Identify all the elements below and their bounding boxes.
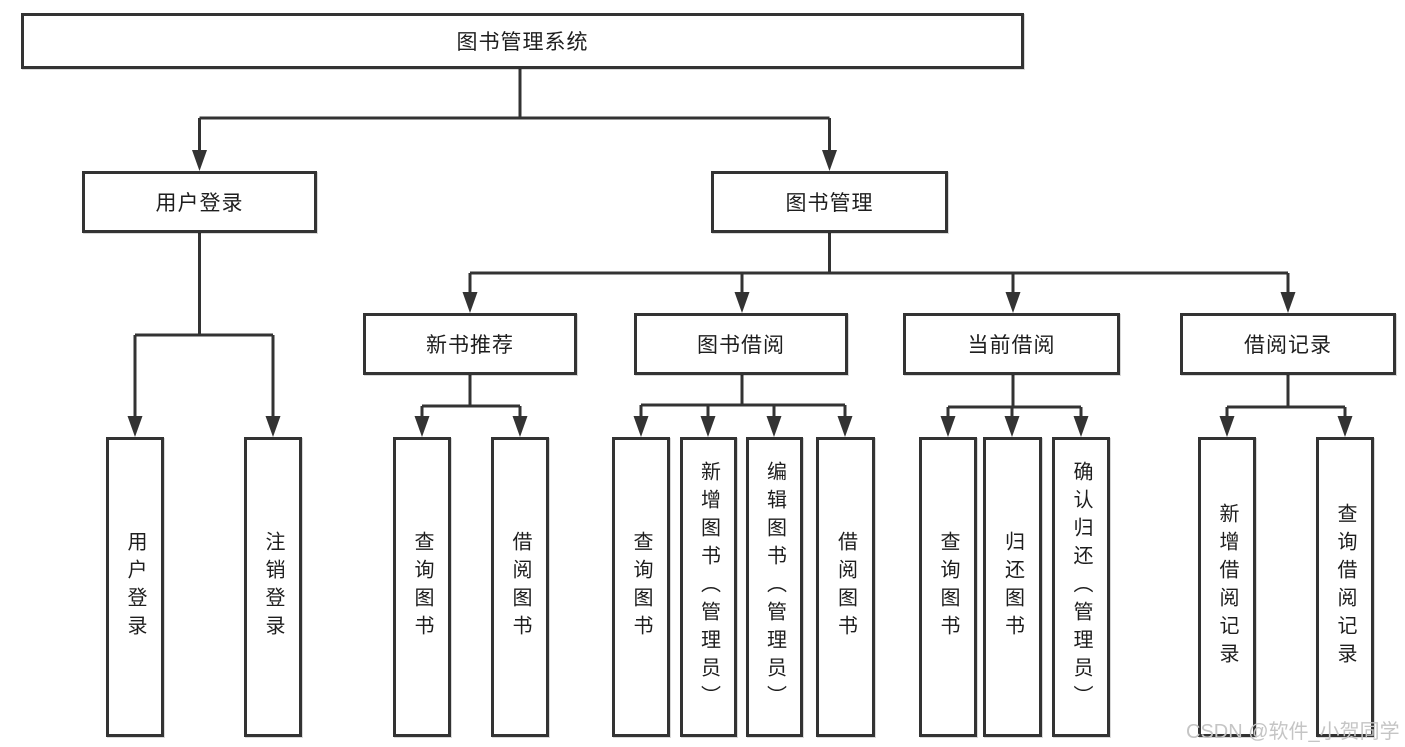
connector-borrow-records <box>1225 375 1347 419</box>
node-borrow-add-label: 新增图书（管理员） <box>697 461 720 713</box>
node-user-login: 用户登录 <box>82 171 317 233</box>
node-new-book-recommend-label: 新书推荐 <box>426 334 514 357</box>
node-current-query-label: 查询图书 <box>937 531 959 643</box>
node-newbook-query: 查询图书 <box>393 437 451 737</box>
node-borrow-records-label: 借阅记录 <box>1244 334 1332 357</box>
node-user-login-label: 用户登录 <box>155 192 244 215</box>
node-login-logout-label: 注销登录 <box>262 531 284 643</box>
node-current-confirm: 确认归还（管理员） <box>1052 437 1110 737</box>
node-book-borrow: 图书借阅 <box>634 313 848 375</box>
node-current-return-label: 归还图书 <box>1001 531 1024 643</box>
node-newbook-query-label: 查询图书 <box>411 531 433 643</box>
node-current-confirm-label: 确认归还（管理员） <box>1070 461 1092 713</box>
connector-user-login <box>133 233 275 419</box>
connector-current-borrow <box>946 375 1083 419</box>
node-root: 图书管理系统 <box>21 13 1024 69</box>
node-new-book-recommend: 新书推荐 <box>363 313 577 375</box>
arrowheads <box>127 150 1353 437</box>
node-newbook-borrow: 借阅图书 <box>491 437 549 737</box>
node-borrow-edit: 编辑图书（管理员） <box>746 437 803 737</box>
node-borrow-borrow: 借阅图书 <box>816 437 875 737</box>
node-borrow-borrow-label: 借阅图书 <box>834 531 857 643</box>
node-login-logout: 注销登录 <box>244 437 302 737</box>
node-borrow-add: 新增图书（管理员） <box>680 437 737 737</box>
node-records-query-label: 查询借阅记录 <box>1334 503 1356 671</box>
node-newbook-borrow-label: 借阅图书 <box>509 531 531 643</box>
node-borrow-query: 查询图书 <box>612 437 670 737</box>
node-book-management-label: 图书管理 <box>785 192 874 215</box>
node-current-query: 查询图书 <box>919 437 977 737</box>
node-current-borrow-label: 当前借阅 <box>967 334 1056 357</box>
node-records-add-label: 新增借阅记录 <box>1216 503 1238 671</box>
node-records-query: 查询借阅记录 <box>1316 437 1374 737</box>
node-login-user: 用户登录 <box>106 437 164 737</box>
connector-new-book <box>420 375 522 419</box>
node-current-borrow: 当前借阅 <box>903 313 1120 375</box>
node-borrow-records: 借阅记录 <box>1180 313 1396 375</box>
node-book-borrow-label: 图书借阅 <box>697 334 785 357</box>
connector-book-borrow <box>639 375 847 419</box>
node-borrow-edit-label: 编辑图书（管理员） <box>763 461 786 713</box>
node-records-add: 新增借阅记录 <box>1198 437 1256 737</box>
connector-book-management <box>468 233 1290 295</box>
csdn-watermark: CSDN @软件_小贺同学 <box>1186 721 1400 743</box>
node-current-return: 归还图书 <box>983 437 1042 737</box>
connector-root <box>198 69 831 153</box>
node-root-label: 图书管理系统 <box>456 31 589 54</box>
node-book-management: 图书管理 <box>711 171 948 233</box>
node-borrow-query-label: 查询图书 <box>630 531 652 643</box>
node-login-user-label: 用户登录 <box>124 531 146 643</box>
